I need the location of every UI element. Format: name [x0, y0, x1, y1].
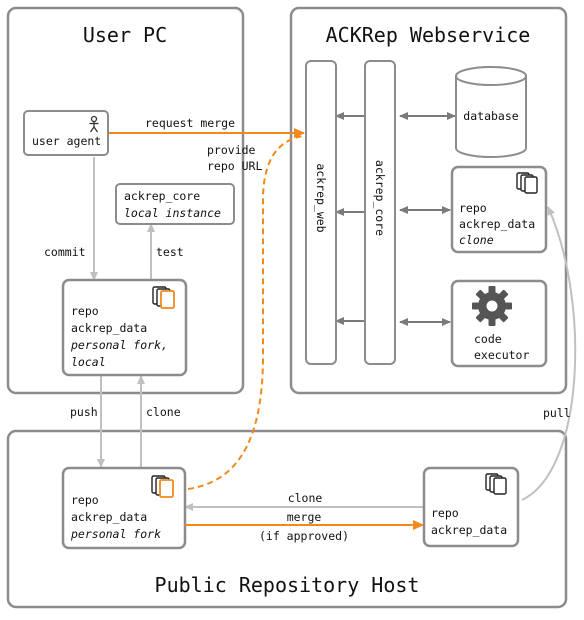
ackrep-web-label: ackrep_web: [314, 163, 328, 232]
database-node: database: [455, 66, 527, 158]
repo-host-main-line1: repo: [431, 506, 459, 520]
repo-host-title: Public Repository Host: [155, 573, 420, 597]
repo-fork-local-line2: ackrep_data: [71, 321, 147, 335]
documents-icon: [485, 473, 507, 495]
user-pc-title: User PC: [83, 23, 167, 47]
ackrep-core-node: ackrep_core: [364, 60, 396, 365]
ackrep-core-local-node: ackrep_core local instance: [115, 183, 235, 225]
repo-fork-remote-line2: ackrep_data: [71, 510, 147, 524]
provide-label-line2: repo URL: [207, 159, 262, 173]
merge-label-line1: merge: [287, 510, 322, 524]
repo-fork-local-line4: local: [71, 355, 106, 369]
ackrep-web-node: ackrep_web: [305, 60, 337, 365]
clone-up-label: clone: [146, 405, 181, 419]
ackrep-core-label: ackrep_core: [373, 160, 387, 236]
documents-icon: [516, 172, 538, 194]
documents-icon: [151, 475, 174, 498]
webservice-title: ACKRep Webservice: [326, 23, 531, 47]
repo-fork-local-node: repo ackrep_data personal fork, local: [61, 278, 188, 377]
repo-host-main-line2: ackrep_data: [431, 523, 507, 537]
test-label: test: [156, 245, 184, 259]
repo-clone-line3: clone: [459, 233, 494, 247]
internal-links: [335, 112, 456, 326]
merge-label-line2: (if approved): [259, 529, 349, 543]
code-executor-node: code executor: [450, 279, 548, 368]
user-agent-node: user agent: [23, 110, 109, 156]
repo-clone-node: repo ackrep_data clone: [450, 165, 548, 254]
database-label: database: [463, 109, 518, 123]
clone-left-label: clone: [288, 491, 323, 505]
commit-label: commit: [44, 245, 86, 259]
repo-fork-local-line1: repo: [71, 304, 99, 318]
repo-fork-remote-line1: repo: [71, 493, 99, 507]
person-icon: [89, 115, 99, 133]
user-agent-label: user agent: [32, 134, 101, 148]
provide-label-line1: provide: [207, 143, 256, 157]
repo-fork-remote-node: repo ackrep_data personal fork: [61, 466, 187, 550]
code-executor-line2: executor: [474, 348, 529, 362]
provide-repo-url-arrow: [187, 135, 304, 490]
repo-fork-remote-line3: personal fork: [70, 527, 161, 541]
repo-clone-line2: ackrep_data: [459, 217, 535, 231]
ackrep-core-local-line1: ackrep_core: [124, 189, 200, 203]
push-label: push: [70, 405, 98, 419]
pull-arrow: [521, 206, 577, 501]
gear-icon: [472, 286, 512, 326]
ackrep-core-local-line2: local instance: [124, 206, 221, 220]
pull-label: pull: [543, 406, 571, 420]
repo-fork-local-line3: personal fork,: [70, 338, 168, 352]
request-merge-label: request merge: [145, 116, 235, 130]
documents-icon: [152, 286, 175, 309]
repo-clone-line1: repo: [459, 201, 487, 215]
code-executor-line1: code: [474, 332, 502, 346]
repo-host-main-node: repo ackrep_data: [422, 466, 520, 548]
